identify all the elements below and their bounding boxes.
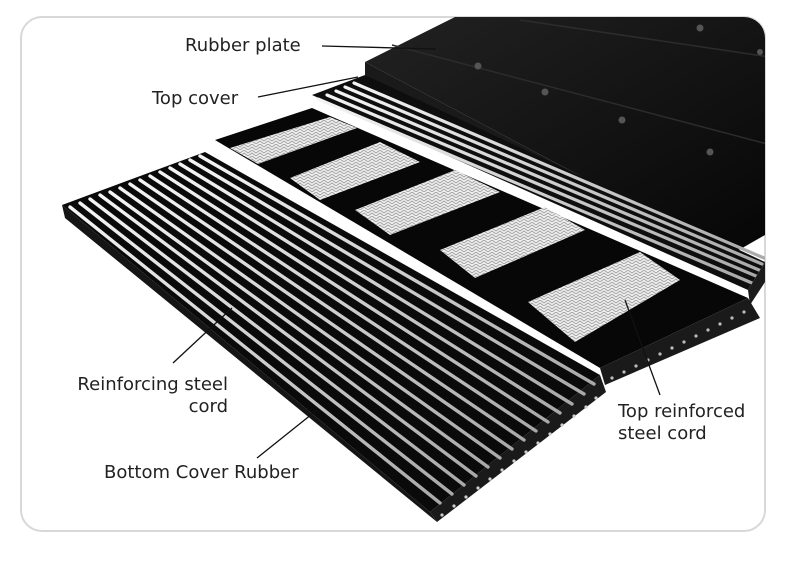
top-cover-leader: [257, 76, 359, 98]
reinforcing-steel-cord-leader: [172, 307, 233, 364]
label-top-reinforced-steel-cord-line1: Top reinforced: [618, 401, 746, 422]
label-top-reinforced-steel-cord-line2: steel cord: [618, 423, 707, 444]
label-reinforcing-steel-cord-line1: Reinforcing steel: [77, 374, 228, 395]
label-reinforcing-steel-cord-line2: cord: [188, 396, 228, 417]
top-cover-layer: [312, 75, 765, 305]
label-rubber-plate: Rubber plate: [185, 35, 301, 56]
bottom-cover-layer: [62, 152, 606, 522]
label-bottom-cover-rubber: Bottom Cover Rubber: [104, 462, 299, 483]
top-reinforced-steel-cord-leader: [624, 299, 661, 396]
top-reinforced-layer: [215, 108, 760, 385]
rubber-plate-leader: [321, 45, 437, 50]
bottom-cover-rubber-leader: [256, 409, 318, 459]
label-reinforcing-steel-cord: Reinforcing steel cord: [48, 374, 228, 418]
label-top-cover: Top cover: [152, 88, 239, 109]
label-top-reinforced-steel-cord: Top reinforced steel cord: [618, 401, 745, 445]
